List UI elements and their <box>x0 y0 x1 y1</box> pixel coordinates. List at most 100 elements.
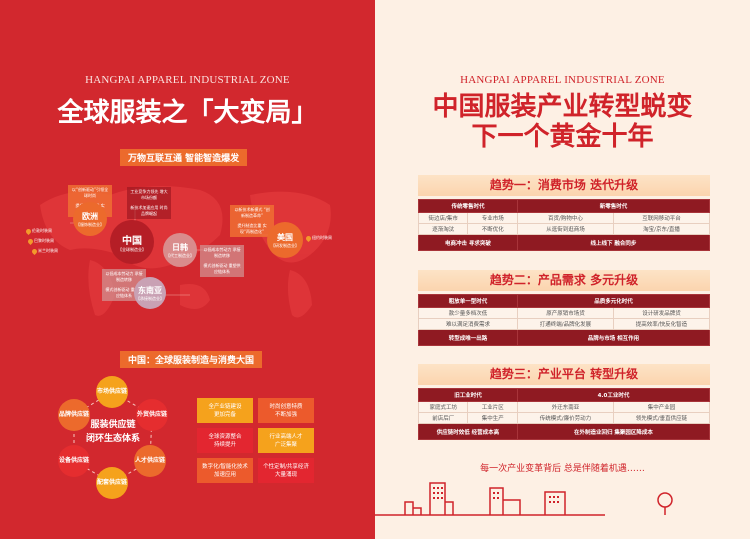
node-label: 供应链 <box>149 411 168 418</box>
node-trade: 外贸供应链 <box>136 399 168 431</box>
city-skyline-icon <box>375 482 673 516</box>
table-cell: 领先模式/垂直供应链 <box>612 412 711 424</box>
location-pin-icon <box>26 237 35 245</box>
advantage-text: 时尚创意特质 <box>269 403 303 410</box>
title-line: 中国服装产业转型蜕变 <box>432 92 693 122</box>
pin-newyork: 纽约时装周 <box>304 234 332 242</box>
table-cell: 家庭式工坊 <box>417 401 469 413</box>
advantage-text: 广泛集聚 <box>274 441 297 448</box>
map-note: 以新技术新模式 “创新制造革命” <box>230 205 274 221</box>
right-title: 中国服装产业转型蜕变下一个黄金十年 <box>375 92 750 152</box>
node-label: 供应链 <box>147 457 166 464</box>
table-cell: 前店后厂 <box>417 412 469 424</box>
header-cell: 传统零售时代 <box>418 199 518 213</box>
table-cell: 不断优化 <box>467 223 518 235</box>
pin-paris: 巴黎时装周 <box>26 237 54 245</box>
pin-label: 纽约时装周 <box>312 235 332 240</box>
region-china: 中国【全球制造业】 <box>110 220 154 264</box>
trend-1: 趋势一：消费市场 迭代升级 传统零售时代新零售时代 街边店/集市专业市场百货/购… <box>417 175 711 251</box>
advantage-box: 个性定制/共享经济大量涌现 <box>258 458 314 483</box>
region-sub: 【研发制造业】 <box>271 242 299 248</box>
node-label: 设备 <box>58 457 71 464</box>
table-cell: 集中生产 <box>467 412 518 424</box>
node-label: 人才 <box>134 457 147 464</box>
node-label: 供应链 <box>109 479 128 486</box>
trend-table: 传统零售时代新零售时代 街边店/集市专业市场百货/购物中心互联网移动平台 逐渐淘… <box>417 199 711 251</box>
advantage-box: 全球资源整合持续提升 <box>197 428 253 453</box>
region-sub: 【全球制造业】 <box>118 246 146 252</box>
map-note: 以低成本劳动力 承接制造转移 <box>102 269 146 285</box>
table-cell: 提高效率/快反化智造 <box>612 318 711 330</box>
table-cell: 百货/购物中心 <box>516 212 614 224</box>
pin-london: 伦敦时装周 <box>24 227 52 235</box>
header-cell: 粗放单一型时代 <box>418 294 518 308</box>
left-title: 全球服装之「大变局」 <box>57 98 318 128</box>
right-subtitle: HANGPAI APPAREL INDUSTRIAL ZONE <box>460 74 665 86</box>
region-japan-korea: 日韩【代工制造业】 <box>163 233 197 267</box>
banner-china: 中国：全球服装制造与消费大国 <box>120 351 263 368</box>
node-label: 供应链 <box>71 457 90 464</box>
table-cell: 设计研发品牌货 <box>612 307 711 319</box>
advantage-text: 数字化/智能化技术 <box>202 463 248 470</box>
table-cell: 集中产业园 <box>612 401 711 413</box>
region-name: 中国 <box>122 235 142 247</box>
advantage-box: 数字化/智能化技术加速应用 <box>197 458 253 483</box>
map-note: 工业竞争力领先 增大市场份额 <box>127 187 171 203</box>
left-subtitle: HANGPAI APPAREL INDUSTRIAL ZONE <box>85 74 290 86</box>
map-note: 提升制造比重 实现“再制造化” <box>230 221 274 237</box>
ecosystem-center: 服装供应链闭环生态体系 <box>80 418 146 446</box>
region-southeast-asia: 东南亚【承接制造业】 <box>134 277 166 309</box>
node-label: 品牌 <box>58 411 71 418</box>
region-name: 美国 <box>277 232 293 242</box>
left-page: HANGPAI APPAREL INDUSTRIAL ZONE 全球服装之「大变… <box>0 0 375 539</box>
table-cell: 款少量多档次低 <box>418 307 518 319</box>
map-note: 模式创新驱动 重塑供应链体系 <box>200 261 244 277</box>
banner-iot: 万物互联互通 智能智造爆发 <box>120 149 248 166</box>
advantage-text: 不断加强 <box>274 411 297 418</box>
center-label: 服装供应链 <box>90 420 136 430</box>
trend-2: 趋势二：产品需求 多元升级 粗放单一型时代品质多元化时代 款少量多档次低原产原销… <box>418 270 711 346</box>
table-cell: 淘宝/京东/直播 <box>612 223 711 235</box>
center-label: 闭环生态体系 <box>85 434 140 444</box>
node-talent: 人才供应链 <box>134 445 166 477</box>
node-equipment: 设备供应链 <box>58 445 90 477</box>
right-page: HANGPAI APPAREL INDUSTRIAL ZONE 中国服装产业转型… <box>375 0 750 539</box>
title-line: 下一个黄金十年 <box>471 122 654 152</box>
node-label: 市场 <box>96 388 109 395</box>
region-name: 日韩 <box>172 242 188 252</box>
node-label: 外贸 <box>136 411 149 418</box>
footer-cell: 电商冲击 寻求突破 <box>418 234 518 251</box>
table-cell: 打通终端/品牌化发展 <box>516 318 614 330</box>
location-pin-icon <box>304 234 313 242</box>
region-name: 东南亚 <box>138 285 162 295</box>
trend-table: 粗放单一型时代品质多元化时代 款少量多档次低原产原销市场货设计研发品牌货 难以满… <box>418 294 711 346</box>
location-pin-icon <box>30 247 39 255</box>
table-cell: 难以满足消费需求 <box>418 318 518 330</box>
header-cell: 品质多元化时代 <box>516 294 711 308</box>
table-cell: 传统模式/廉价劳动力 <box>516 412 614 424</box>
advantage-text: 更加完备 <box>213 411 236 418</box>
tagline: 每一次产业变革背后 总是伴随着机遇…… <box>480 464 645 474</box>
header-cell: 4.0工业时代 <box>516 388 711 402</box>
footer-cell: 转型成唯一出路 <box>418 329 518 346</box>
node-market: 市场供应链 <box>96 376 128 408</box>
header-cell: 旧工业时代 <box>418 388 518 402</box>
pin-label: 米兰时装周 <box>38 248 58 253</box>
footer-cell: 在外制造业回归 集聚园区降成本 <box>516 423 711 440</box>
trend-title: 趋势二：产品需求 多元升级 <box>418 270 710 291</box>
trend-title: 趋势一：消费市场 迭代升级 <box>418 175 710 196</box>
node-support: 配套供应链 <box>96 467 128 499</box>
region-sub: 【服饰制造业】 <box>76 221 104 227</box>
table-cell: 外迁东南亚 <box>516 401 614 413</box>
advantage-box: 全产业链建设更加完备 <box>197 398 253 423</box>
table-cell: 工业片区 <box>467 401 518 413</box>
map-note: 以“创新驱动”引领全球时尚 <box>68 185 112 201</box>
footer-cell: 线上线下 融合同步 <box>516 234 711 251</box>
region-sub: 【代工制造业】 <box>166 252 194 258</box>
region-sub: 【承接制造业】 <box>136 295 164 301</box>
trend-title: 趋势三：产业平台 转型升级 <box>418 364 710 385</box>
footer-cell: 供应链时效低 经营成本高 <box>418 423 518 440</box>
region-usa: 美国【研发制造业】 <box>267 222 303 258</box>
map-note: 新技术加速应用 时尚品牌崛起 <box>127 203 171 219</box>
